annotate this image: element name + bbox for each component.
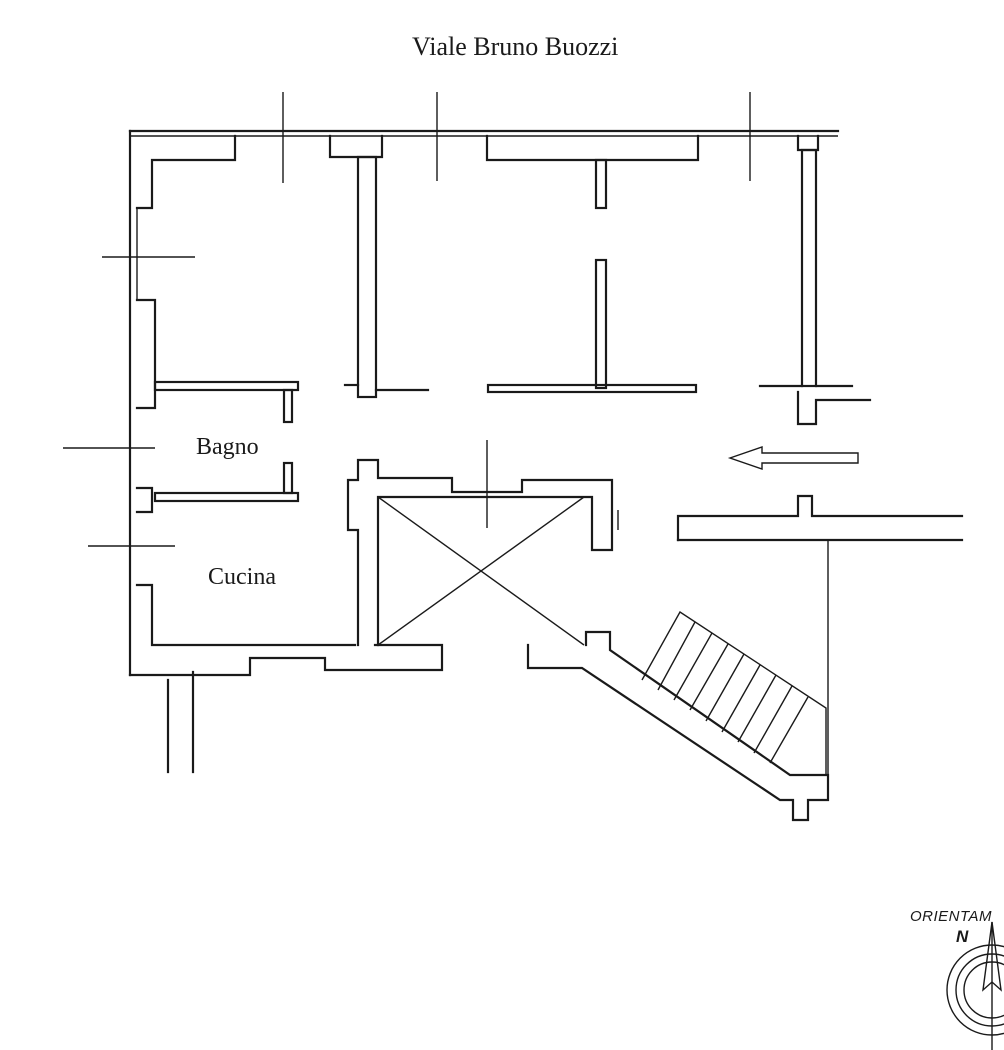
partition-walls <box>153 148 872 503</box>
street-name: Viale Bruno Buozzi <box>412 32 619 61</box>
left-wall <box>128 129 444 677</box>
facade-wall <box>128 129 840 210</box>
room-label-cucina: Cucina <box>208 564 276 590</box>
arrow-left-icon <box>727 446 859 470</box>
window-marks <box>63 92 751 547</box>
staircase-icon <box>526 611 830 822</box>
room-label-bagno: Bagno <box>196 434 259 460</box>
orientation-label: ORIENTAM <box>910 908 993 925</box>
compass-icon <box>946 921 1004 1050</box>
shaft <box>346 458 619 647</box>
lower-walls <box>166 670 195 774</box>
landing-walls <box>676 494 964 800</box>
north-label: N <box>956 927 969 946</box>
